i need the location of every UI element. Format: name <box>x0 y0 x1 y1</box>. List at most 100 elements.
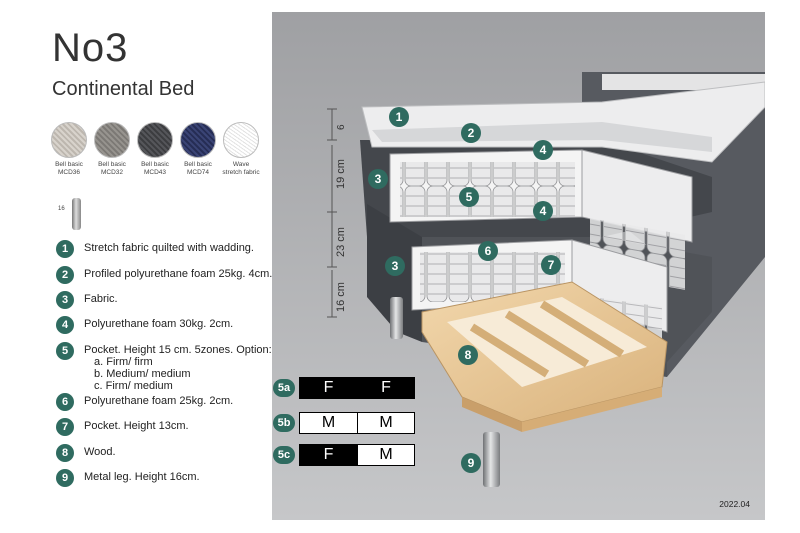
legend-text: Pocket. Height 13cm. <box>84 420 189 432</box>
legend-text: Fabric. <box>84 293 118 305</box>
firmness-right: F <box>357 378 414 398</box>
firmness-badge: 5a <box>273 379 295 397</box>
wooden-frame-side <box>522 387 662 432</box>
wooden-slats <box>469 300 625 378</box>
firmness-box: F F <box>299 377 415 399</box>
callout-number: 2 <box>468 126 475 140</box>
page-subtitle: Continental Bed <box>52 78 195 100</box>
callout-number: 4 <box>540 143 547 157</box>
legend-item: 7 Pocket. Height 13cm. <box>56 418 189 436</box>
callout-badge <box>368 169 388 189</box>
callout-badge <box>385 256 405 276</box>
swatch-color <box>180 122 216 158</box>
number-badge: 4 <box>56 316 74 334</box>
number-badge: 5 <box>56 342 74 360</box>
callout-number: 3 <box>392 259 399 273</box>
leg-thumbnail: 16 <box>58 198 88 232</box>
topper-back-surface <box>602 74 765 90</box>
firmness-box: M M <box>299 412 415 434</box>
number-badge: 7 <box>56 418 74 436</box>
callout-number: 5 <box>466 190 473 204</box>
number-badge: 3 <box>56 291 74 309</box>
metal-leg-left <box>390 297 403 339</box>
number-badge: 6 <box>56 393 74 411</box>
callout-badge <box>389 107 409 127</box>
legend-item: 6 Polyurethane foam 25kg. 2cm. <box>56 393 233 411</box>
firmness-option-5a: 5a F F <box>273 377 415 399</box>
number-badge: 9 <box>56 469 74 487</box>
legend-item: 1 Stretch fabric quilted with wadding. <box>56 240 254 258</box>
callout-number: 4 <box>540 204 547 218</box>
option-a: a. Firm/ firm <box>94 356 153 368</box>
legend-text: Metal leg. Height 16cm. <box>84 471 200 483</box>
legend-item: 2 Profiled polyurethane foam 25kg. 4cm. <box>56 266 272 284</box>
bed-illustration: 6 19 cm 23 cm 16 cm <box>272 12 765 520</box>
upper-spring-side <box>581 149 693 243</box>
callout-number: 6 <box>485 244 492 258</box>
callout-badge <box>533 201 553 221</box>
callout-badge <box>458 345 478 365</box>
legend-text: Pocket. Height 15 cm. 5zones. Option: <box>84 344 272 356</box>
firmness-badge: 5b <box>273 414 295 432</box>
dim-label-6: 6 <box>336 124 347 130</box>
callouts: 1 2 3 4 5 4 3 6 7 8 9 <box>368 107 561 473</box>
dim-label-16: 16 cm <box>335 282 347 312</box>
callout-number: 9 <box>468 456 475 470</box>
swatch-color <box>94 122 130 158</box>
dim-label-23: 23 cm <box>335 227 347 257</box>
callout-badge <box>459 187 479 207</box>
callout-number: 7 <box>548 258 555 272</box>
legend-item: 5 Pocket. Height 15 cm. 5zones. Option: … <box>56 342 272 392</box>
swatch-color <box>223 122 259 158</box>
firmness-right: M <box>357 445 414 465</box>
legend-item: 3 Fabric. <box>56 291 118 309</box>
legend-text: Stretch fabric quilted with wadding. <box>84 242 254 254</box>
bed-cross-section-diagram: 6 19 cm 23 cm 16 cm <box>272 12 765 520</box>
page-title: No3 <box>52 26 129 70</box>
legend-item: 4 Polyurethane foam 30kg. 2cm. <box>56 316 233 334</box>
dimension-guides <box>327 108 337 318</box>
topper-foam <box>372 122 712 152</box>
callout-number: 3 <box>375 172 382 186</box>
option-b: b. Medium/ medium <box>94 368 191 380</box>
legend-item: 8 Wood. <box>56 444 116 462</box>
firmness-right: M <box>357 413 414 433</box>
dim-label-19: 19 cm <box>335 159 347 189</box>
swatch-color <box>51 122 87 158</box>
firmness-option-5b: 5b M M <box>273 412 415 434</box>
number-badge: 1 <box>56 240 74 258</box>
metal-leg-front <box>483 432 500 487</box>
firmness-option-5c: 5c F M <box>273 444 415 466</box>
callout-badge <box>533 140 553 160</box>
leg-icon <box>72 198 81 230</box>
firmness-box: F M <box>299 444 415 466</box>
firmness-left: F <box>300 378 357 398</box>
firmness-left: F <box>300 445 357 465</box>
callout-badge <box>461 453 481 473</box>
option-c: c. Firm/ medium <box>94 380 173 392</box>
callout-badge <box>461 123 481 143</box>
wooden-frame-front <box>462 397 522 432</box>
swatch-color <box>137 122 173 158</box>
firmness-badge: 5c <box>273 446 295 464</box>
number-badge: 8 <box>56 444 74 462</box>
callout-badge <box>478 241 498 261</box>
number-badge: 2 <box>56 266 74 284</box>
callout-number: 8 <box>465 348 472 362</box>
legend-item: 9 Metal leg. Height 16cm. <box>56 469 200 487</box>
version-date: 2022.04 <box>719 499 750 509</box>
legend-text: Polyurethane foam 25kg. 2cm. <box>84 395 234 407</box>
callout-number: 1 <box>396 110 403 124</box>
callout-badge <box>541 255 561 275</box>
